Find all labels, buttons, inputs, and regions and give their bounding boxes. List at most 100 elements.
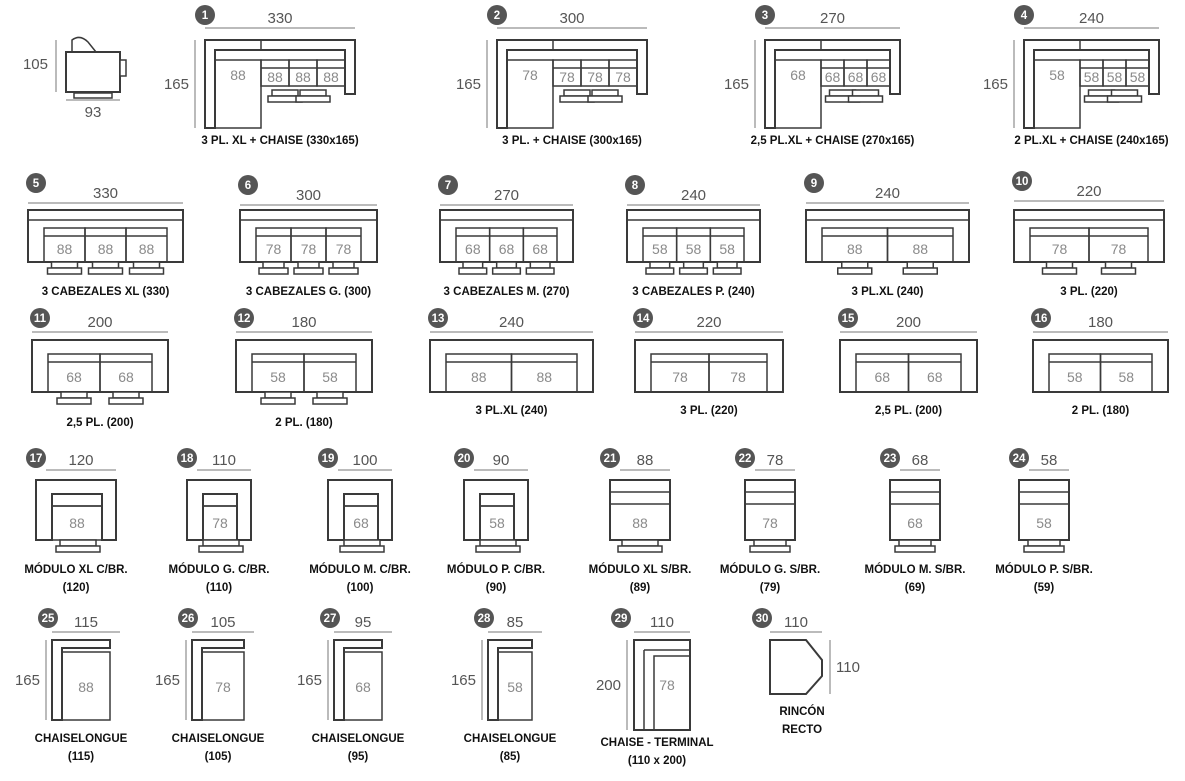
height-dimension: 200 <box>596 677 621 694</box>
backrest <box>479 493 515 507</box>
seat-cushion <box>1099 353 1153 393</box>
item-label: 3 PL. (220) <box>680 405 738 417</box>
backrest <box>643 649 690 730</box>
item-number: 19 <box>322 453 335 465</box>
seat-size: 88 <box>632 515 648 531</box>
item-number-badge <box>735 448 755 468</box>
seat-size: 78 <box>336 241 352 257</box>
leg-bar <box>1027 539 1061 547</box>
leg-base <box>56 397 92 405</box>
seat-size: 68 <box>353 515 369 531</box>
seat-size: 78 <box>1052 241 1068 257</box>
leg-base <box>1041 267 1078 275</box>
leg-bar <box>753 539 787 547</box>
chaise-cushion <box>774 59 822 129</box>
item-label: 2 PL.XL + CHAISE (240x165) <box>1014 135 1168 147</box>
seat-size: 58 <box>1118 369 1134 385</box>
item-number: 7 <box>445 180 451 192</box>
width-dimension: 270 <box>494 187 519 204</box>
item-number: 24 <box>1013 453 1026 465</box>
leg-base <box>491 267 522 275</box>
leg-base <box>1106 95 1143 103</box>
reference-width: 93 <box>85 104 102 121</box>
seat-size: 58 <box>719 241 735 257</box>
item-number: 29 <box>615 613 628 625</box>
seat-cushion <box>907 353 962 393</box>
leg-base <box>587 95 623 103</box>
width-dimension: 115 <box>74 614 98 631</box>
item-number-badge <box>238 175 258 195</box>
item-number-badge <box>1014 5 1034 25</box>
height-dimension: 165 <box>15 672 40 689</box>
item-number-badge <box>1012 171 1032 191</box>
leg-bar <box>1104 261 1133 269</box>
outline <box>609 479 671 541</box>
seat-size: 58 <box>1084 69 1100 85</box>
seat-size: 58 <box>270 369 286 385</box>
leg-bar <box>906 261 934 269</box>
item-label: (110) <box>206 582 232 594</box>
leg-base <box>260 397 296 405</box>
seat-size: 88 <box>536 369 552 385</box>
seat-cushion <box>1125 59 1150 87</box>
item-number-badge <box>804 173 824 193</box>
outline <box>191 639 245 721</box>
outline <box>65 51 121 93</box>
leg-bar <box>495 261 518 269</box>
seat-size: 68 <box>907 515 923 531</box>
leg-bar <box>262 261 285 269</box>
leg-bar <box>682 261 705 269</box>
seat-size: 68 <box>465 241 481 257</box>
width-dimension: 200 <box>87 314 112 331</box>
width-dimension: 68 <box>912 452 929 469</box>
leg-base <box>55 545 101 553</box>
leg-bar <box>716 261 738 269</box>
leg-bar <box>462 261 484 269</box>
leg-bar <box>59 539 97 547</box>
item-label: 3 PL.XL (240) <box>475 405 547 417</box>
item-number: 26 <box>182 613 195 625</box>
seat-size: 88 <box>847 241 863 257</box>
height-dimension: 165 <box>456 76 481 93</box>
leg-bar <box>316 391 344 399</box>
width-dimension: 270 <box>820 10 845 27</box>
item-label: MÓDULO G. S/BR. <box>720 563 820 576</box>
leg-base <box>128 267 165 275</box>
height-dimension: 165 <box>724 76 749 93</box>
height-dimension: 165 <box>297 672 322 689</box>
item-label: 3 PL. (220) <box>1060 286 1118 298</box>
leg-bar <box>1087 89 1116 97</box>
seat-size: 78 <box>212 515 228 531</box>
item-number: 9 <box>811 178 817 190</box>
item-label: 3 PL.XL (240) <box>851 286 923 298</box>
width-dimension: 180 <box>1088 314 1113 331</box>
outline <box>186 479 252 541</box>
width-dimension: 300 <box>559 10 584 27</box>
width-dimension: 240 <box>875 185 900 202</box>
item-label: CHAISE - TERMINAL <box>600 737 713 749</box>
item-label: (100) <box>347 582 374 594</box>
item-number-badge <box>320 608 340 628</box>
seat-size: 68 <box>874 369 890 385</box>
leg-base <box>108 397 144 405</box>
seat-size: 88 <box>230 67 246 83</box>
item-label: MÓDULO XL S/BR. <box>589 563 692 576</box>
item-label: 3 PL. XL + CHAISE (330x165) <box>201 135 359 147</box>
item-label: (115) <box>68 751 94 763</box>
width-dimension: 180 <box>291 314 316 331</box>
leg-bar <box>343 539 381 547</box>
leg-bar <box>841 261 869 269</box>
item-number: 6 <box>245 180 251 192</box>
outline <box>487 639 533 721</box>
seat-size: 58 <box>1067 369 1083 385</box>
width-dimension: 100 <box>352 452 377 469</box>
leg-bar <box>50 261 79 269</box>
item-number-badge <box>318 448 338 468</box>
